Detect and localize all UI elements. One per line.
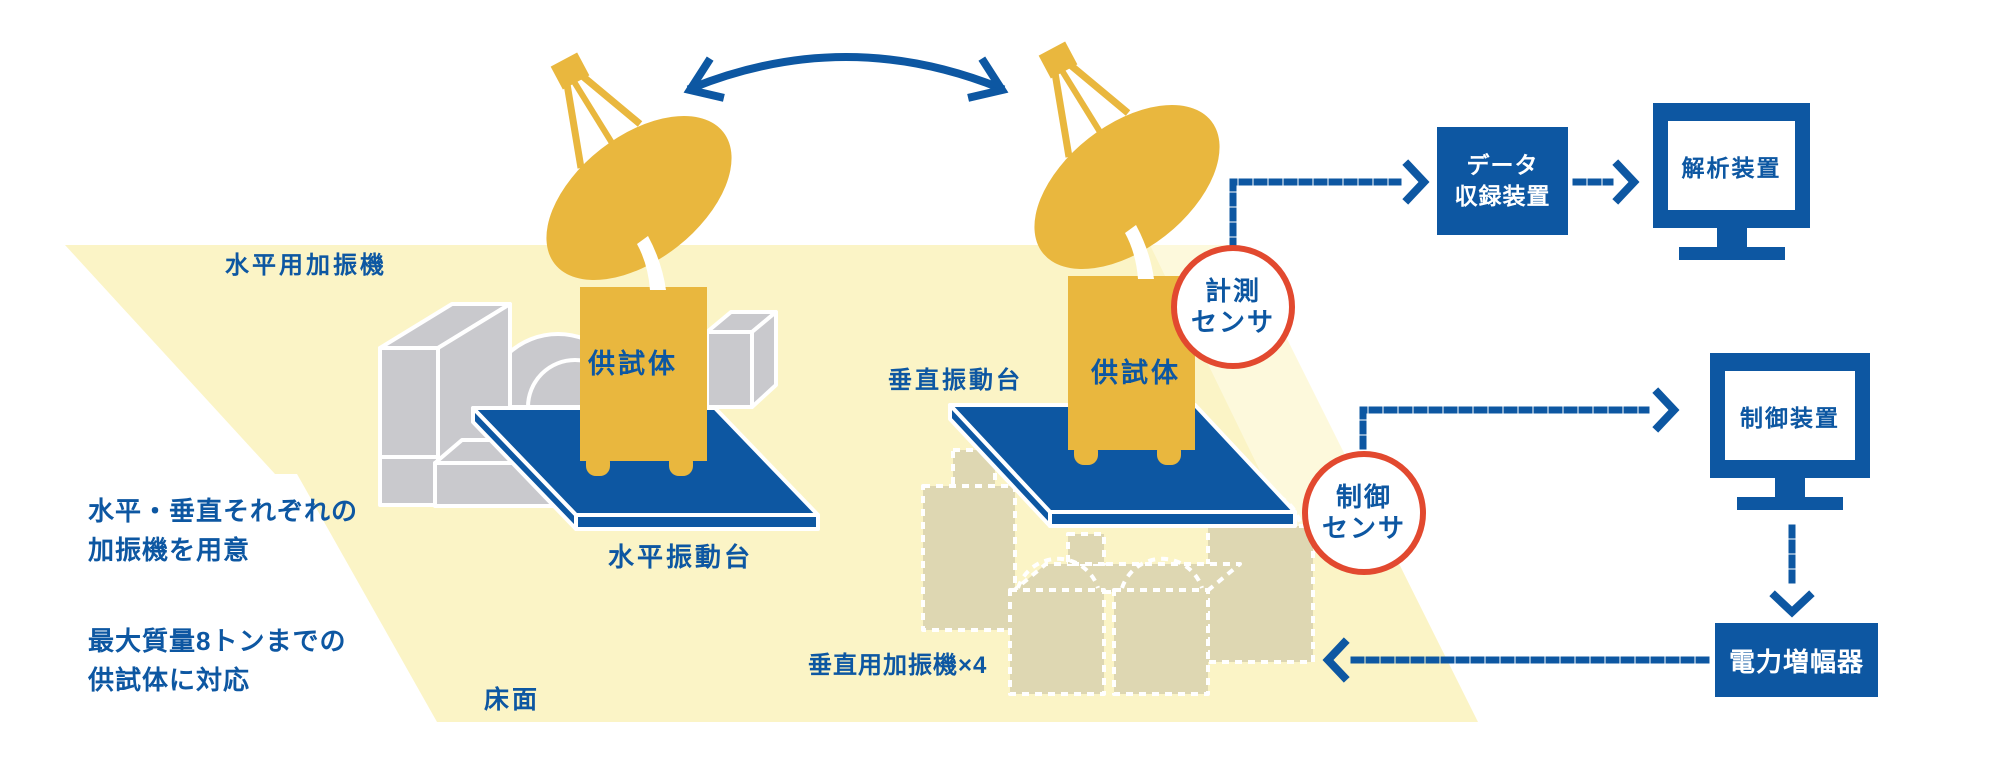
floor-label: 床面 <box>484 686 541 714</box>
measurement-sensor-line2: センサ <box>1190 307 1275 337</box>
arrow-recorder-to-analyzer <box>1572 159 1640 205</box>
swap-arrow-icon <box>683 53 1009 102</box>
control-sensor-line1: 制御 <box>1335 482 1392 513</box>
analyzer-label: 解析装置 <box>1681 154 1782 181</box>
analyzer-monitor-icon: 解析装置 <box>1653 103 1810 267</box>
note-prepare-line1: 水平・垂直それぞれの <box>88 496 359 526</box>
arrow-amplifier-to-exciters <box>1322 637 1710 683</box>
analyzer-monitor-base <box>1678 247 1785 260</box>
note-prepare-line2: 加振機を用意 <box>88 535 251 565</box>
data-recorder-line1: データ <box>1466 151 1539 178</box>
controller-screen: 制御装置 <box>1725 371 1855 460</box>
control-sensor-line2: センサ <box>1321 513 1406 543</box>
data-recorder-line2: 収録装置 <box>1454 183 1551 209</box>
measurement-sensor-badge: 計測 センサ <box>1171 245 1295 369</box>
analyzer-screen: 解析装置 <box>1668 121 1795 210</box>
vertical-table-label: 垂直振動台 <box>888 367 1023 394</box>
arrow-controller-to-amplifier <box>1769 524 1815 618</box>
arrow-control-to-controller <box>1359 387 1680 450</box>
note-capacity-line1: 最大質量8トンまでの <box>88 626 347 656</box>
note-capacity: 最大質量8トンまでの 供試体に対応 <box>88 622 346 700</box>
vertical-exciter-label: 垂直用加振機×4 <box>808 652 988 679</box>
power-amplifier-label: 電力増幅器 <box>1728 646 1864 677</box>
horizontal-shake-table <box>471 406 820 531</box>
horizontal-exciter-label: 水平用加振機 <box>225 252 387 279</box>
controller-label: 制御装置 <box>1740 404 1840 431</box>
note-prepare: 水平・垂直それぞれの 加振機を用意 <box>88 492 358 570</box>
analyzer-monitor-neck <box>1716 228 1747 248</box>
arrow-measure-to-recorder <box>1229 159 1430 252</box>
vertical-exciter-cluster <box>921 448 1315 696</box>
power-amplifier-box: 電力増幅器 <box>1715 623 1878 697</box>
controller-monitor-neck <box>1775 478 1805 498</box>
data-recorder-box: データ 収録装置 <box>1437 127 1568 235</box>
controller-monitor-icon: 制御装置 <box>1710 353 1870 517</box>
specimen-left-label: 供試体 <box>588 349 678 379</box>
specimen-right-label: 供試体 <box>1091 358 1181 388</box>
note-capacity-line2: 供試体に対応 <box>88 665 251 695</box>
controller-monitor-base <box>1737 497 1843 510</box>
measurement-sensor-line1: 計測 <box>1204 276 1261 307</box>
horizontal-table-label: 水平振動台 <box>608 542 754 572</box>
control-sensor-badge: 制御 センサ <box>1302 451 1426 575</box>
